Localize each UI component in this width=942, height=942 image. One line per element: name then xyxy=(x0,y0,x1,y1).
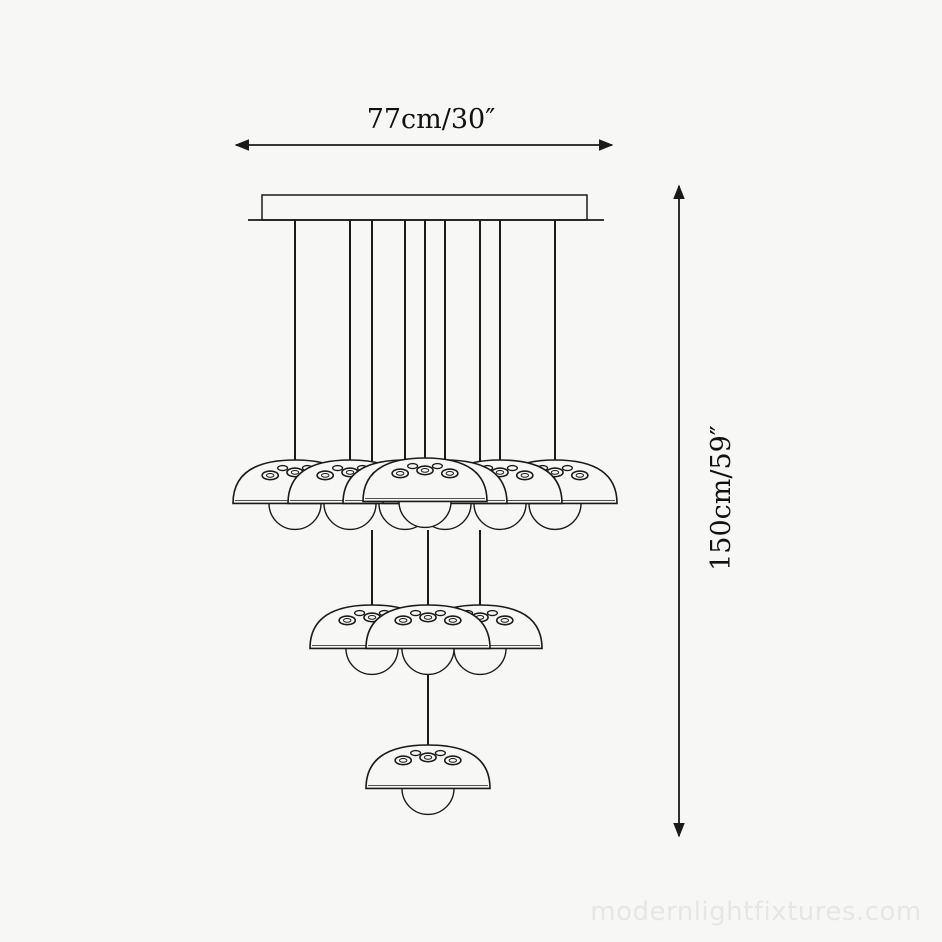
watermark-text: modernlightfixtures.com xyxy=(590,897,921,927)
height-dimension-label: 150cm/59″ xyxy=(706,425,737,571)
shade-tier3-0 xyxy=(365,744,491,816)
pendant-shades xyxy=(232,457,618,816)
suspension-cords xyxy=(294,220,556,747)
shade-tier1-6 xyxy=(362,457,488,529)
ceiling-canopy xyxy=(248,194,604,221)
width-dimension-label: 77cm/30″ xyxy=(367,104,496,135)
shade-tier2-2 xyxy=(365,604,491,676)
